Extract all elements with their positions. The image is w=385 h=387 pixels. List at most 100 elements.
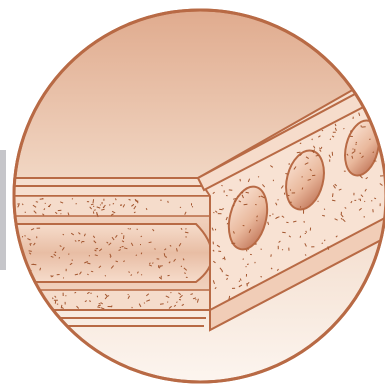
left-edge-shadow — [0, 150, 6, 270]
speckle — [12, 240, 13, 241]
speckle — [36, 298, 38, 301]
speckle — [55, 252, 56, 253]
speckle — [373, 152, 374, 153]
speckle — [152, 263, 153, 264]
speckle — [300, 143, 301, 144]
speckle — [351, 130, 352, 132]
speckle — [36, 296, 39, 297]
speckle — [29, 251, 32, 252]
speckle — [369, 139, 370, 140]
speckle — [316, 155, 319, 156]
speckle — [244, 204, 248, 205]
speckle — [223, 208, 224, 209]
speckle — [97, 307, 100, 308]
speckle — [322, 215, 325, 216]
speckle — [330, 139, 331, 140]
speckle — [137, 229, 138, 230]
speckle — [44, 307, 46, 308]
speckle — [100, 205, 101, 206]
speckle — [120, 247, 121, 248]
speckle — [302, 176, 303, 177]
speckle — [300, 236, 301, 238]
speckle — [261, 277, 262, 278]
speckle — [98, 305, 101, 306]
speckle — [113, 203, 114, 204]
speckle — [75, 292, 77, 293]
speckle — [25, 235, 26, 236]
speckle — [246, 192, 249, 193]
speckle — [130, 228, 131, 230]
speckle — [141, 236, 142, 237]
speckle — [109, 205, 110, 206]
speckle — [325, 240, 326, 241]
speckle — [51, 275, 52, 277]
speckle — [27, 304, 30, 306]
speckle — [15, 245, 16, 247]
speckle — [321, 147, 322, 149]
speckle — [375, 117, 376, 118]
speckle — [233, 205, 234, 206]
speckle — [108, 296, 109, 297]
speckle — [66, 295, 67, 296]
speckle — [141, 275, 142, 276]
speckle — [341, 218, 342, 219]
speckle — [382, 102, 384, 103]
speckle — [52, 298, 53, 299]
speckle — [233, 199, 236, 200]
speckle — [302, 188, 303, 190]
speckle — [141, 253, 142, 255]
speckle — [63, 234, 64, 235]
speckle — [36, 202, 38, 203]
speckle — [322, 243, 323, 244]
speckle — [155, 249, 156, 250]
speckle — [258, 177, 259, 178]
speckle — [168, 201, 169, 203]
speckle — [11, 277, 13, 279]
speckle — [132, 307, 133, 308]
speckle — [14, 256, 16, 259]
speckle — [91, 271, 93, 272]
speckle — [221, 185, 222, 186]
speckle — [324, 209, 325, 210]
speckle — [333, 193, 334, 197]
speckle — [72, 198, 73, 199]
speckle — [59, 257, 60, 258]
speckle — [93, 206, 94, 207]
speckle — [93, 199, 94, 203]
speckle — [356, 142, 357, 143]
speckle — [247, 249, 249, 250]
speckle — [282, 232, 286, 233]
speckle — [282, 249, 283, 250]
speckle — [364, 201, 365, 202]
speckle — [181, 266, 182, 267]
speckle — [179, 299, 181, 300]
speckle — [259, 196, 261, 197]
speckle — [128, 294, 129, 295]
speckle — [29, 244, 31, 245]
speckle — [122, 233, 123, 234]
speckle — [10, 301, 11, 304]
speckle — [128, 228, 129, 229]
speckle — [176, 302, 177, 303]
speckle — [136, 255, 137, 256]
speckle — [196, 299, 197, 300]
speckle — [219, 209, 223, 210]
speckle — [312, 139, 313, 140]
speckle — [247, 283, 248, 286]
speckle — [112, 306, 113, 308]
speckle — [343, 128, 344, 129]
speckle — [105, 275, 106, 276]
speckle — [14, 244, 17, 245]
speckle — [129, 199, 131, 200]
speckle — [256, 220, 257, 221]
speckle — [227, 223, 228, 224]
speckle — [223, 258, 225, 259]
speckle — [247, 264, 249, 265]
speckle — [18, 267, 22, 268]
speckle — [94, 210, 96, 211]
speckle — [383, 105, 384, 106]
speckle — [89, 256, 90, 257]
speckle — [149, 242, 152, 243]
